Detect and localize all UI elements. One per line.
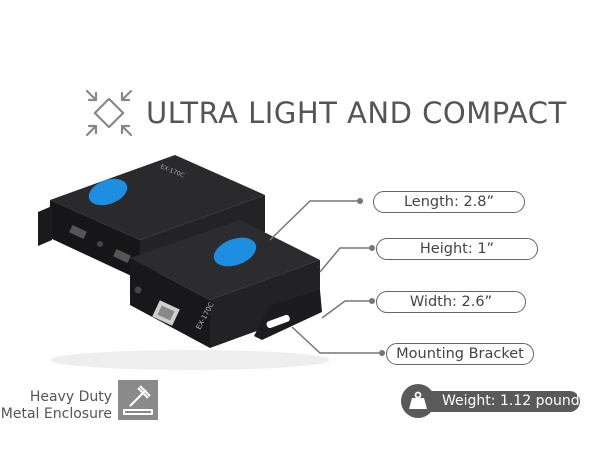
weight-icon — [409, 391, 427, 409]
compress-arrows-icon — [85, 89, 133, 137]
spec-height-label: Height: 1” — [376, 238, 538, 260]
spec-width-label: Width: 2.6” — [376, 291, 526, 313]
weight-label: Weight: 1.12 pounds — [442, 393, 587, 409]
spec-bracket-label: Mounting Bracket — [386, 343, 534, 365]
spec-length-label: Length: 2.8” — [373, 191, 525, 213]
enclosure-caption: Heavy Duty Metal Enclosure — [1, 389, 112, 423]
receiver-unit: EX-170C — [130, 220, 322, 348]
weight-badge — [420, 391, 580, 412]
enclosure-line2: Metal Enclosure — [0, 406, 112, 422]
hdmi-extender-product-image: EX-170C EX-170C — [38, 155, 330, 370]
hammer-icon — [118, 380, 158, 420]
headline: ULTRA LIGHT AND COMPACT — [146, 96, 567, 130]
enclosure-line1: Heavy Duty — [29, 389, 112, 405]
